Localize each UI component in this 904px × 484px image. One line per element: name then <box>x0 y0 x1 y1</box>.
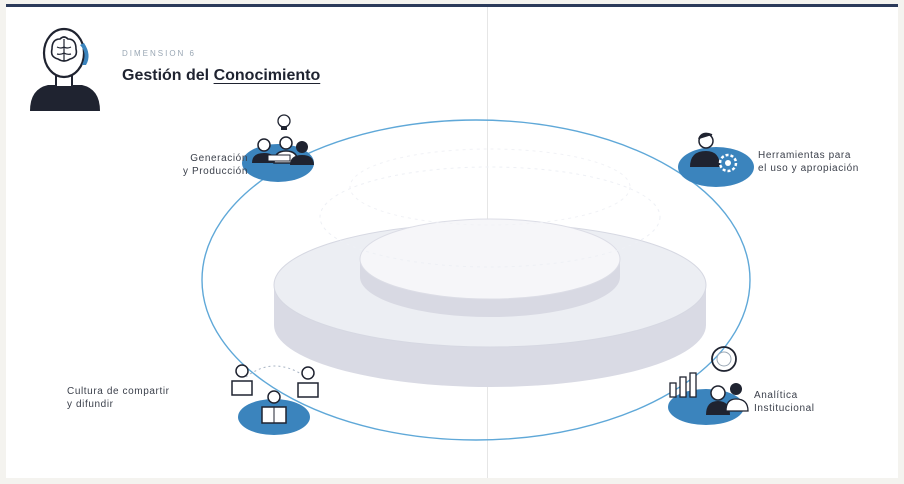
dimension-label: DIMENSION 6 <box>122 49 197 58</box>
people-reading-icon <box>231 364 319 435</box>
diagram-frame: DIMENSION 6 Gestión del Conocimiento <box>6 4 898 478</box>
head-brain-icon <box>30 27 100 111</box>
analytics-chart-icon <box>668 346 749 425</box>
cycle-ring <box>201 119 751 441</box>
node-label-generacion: Generación y Producción <box>182 153 248 177</box>
title-part2: Conocimiento <box>213 67 321 84</box>
team-lightbulb-icon <box>242 114 314 182</box>
node-label-analitica: Analítica Institucional <box>754 390 815 414</box>
platform-illustration <box>273 148 707 387</box>
page-title: Gestión del Conocimiento <box>122 67 320 85</box>
cycle-diagram <box>201 114 754 441</box>
node-label-cultura: Cultura de compartir y difundir <box>67 386 170 410</box>
person-gear-icon <box>678 132 754 187</box>
node-label-herramientas: Herramientas para el uso y apropiación <box>758 150 859 174</box>
title-part1: Gestión del <box>122 67 210 84</box>
